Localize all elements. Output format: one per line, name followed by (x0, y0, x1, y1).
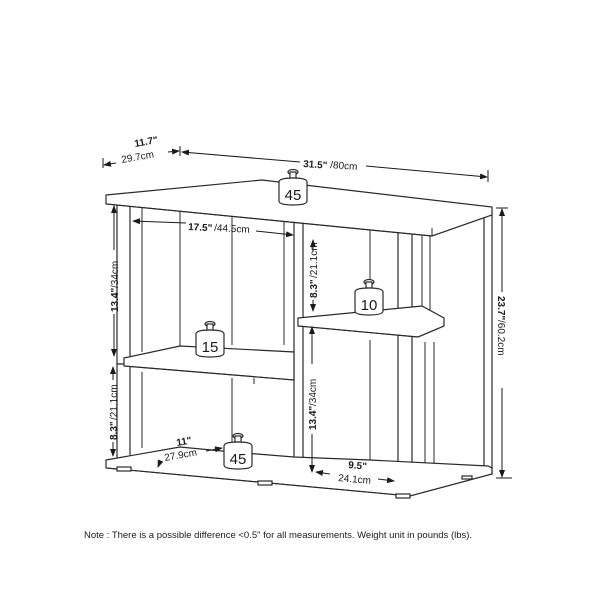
total-height-in: 23.7" (495, 296, 506, 320)
measurement-note: Note : There is a possible difference <0… (84, 530, 473, 541)
depth-cm: 29.7cm (121, 149, 155, 166)
right-upper-height-in: 8.3" (309, 279, 320, 298)
right-upper-height-cm: /21.1cm (309, 242, 320, 278)
dim-width: 31.5" /80cm (181, 149, 489, 182)
total-height-cm: /60.2cm (495, 320, 506, 356)
dim-total-height: 23.7" /60.2cm (495, 207, 512, 479)
weight-label: 10 (361, 297, 378, 314)
bottom-depth-in: 11" (176, 435, 193, 449)
weight-label: 45 (230, 451, 247, 468)
dim-right-upper-height: 8.3" /21.1cm (309, 239, 320, 312)
left-lower-height-cm: /21.1cm (109, 384, 120, 420)
dim-right-lower-height: 13.4" /34cm (308, 326, 319, 473)
cubby-depth-cm: 24.1cm (338, 473, 372, 487)
dim-depth: 11.7" 29.7cm (102, 135, 181, 168)
inner-width-in: 17.5" (188, 222, 213, 234)
shelf-structure (105, 179, 493, 499)
weight-top: 45 (278, 168, 308, 206)
left-upper-height-in: 13.4" (110, 288, 121, 312)
cubby-depth-in: 9.5" (348, 460, 368, 473)
dim-inner-width: 17.5" /44.5cm (132, 218, 294, 238)
dim-left-upper-height: 13.4" /34cm (110, 205, 121, 357)
dim-left-lower-height: 8.3" /21.1cm (109, 366, 120, 457)
left-lower-height-in: 8.3" (109, 421, 120, 440)
depth-in: 11.7" (134, 135, 159, 150)
weight-label: 15 (202, 339, 219, 356)
width-in: 31.5" (303, 159, 328, 172)
right-lower-height-in: 13.4" (308, 406, 319, 430)
dim-cubby-depth: 9.5" 24.1cm (315, 460, 395, 487)
inner-width-cm: /44.5cm (214, 223, 250, 236)
right-lower-height-cm: /34cm (308, 379, 319, 406)
weight-middle-shelf: 15 (195, 320, 225, 358)
width-cm: /80cm (330, 160, 358, 173)
weight-label: 45 (285, 187, 302, 204)
weight-side-shelf: 10 (354, 278, 384, 316)
left-upper-height-cm: /34cm (110, 261, 121, 288)
weight-bottom: 45 (223, 432, 253, 470)
